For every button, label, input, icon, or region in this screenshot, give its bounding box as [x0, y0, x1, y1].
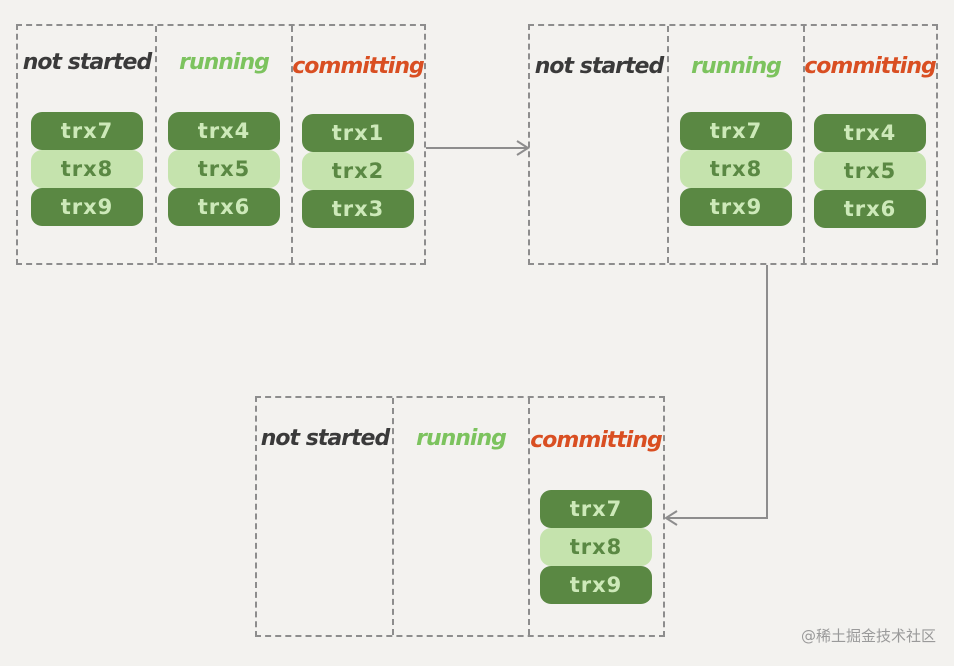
column-label: running: [179, 50, 270, 75]
column-label: committing: [530, 428, 663, 453]
stage-2-panel: not started running trx7 trx8 trx9 commi…: [528, 24, 938, 265]
column-not-started: not started: [257, 398, 393, 635]
trx-item: trx2: [302, 152, 414, 190]
column-label: committing: [804, 54, 937, 79]
trx-item: trx9: [680, 188, 792, 226]
trx-item: trx7: [540, 490, 652, 528]
trx-item: trx4: [168, 112, 280, 150]
trx-item: trx9: [540, 566, 652, 604]
column-divider: [155, 26, 157, 263]
column-committing: committing trx4 trx5 trx6: [804, 26, 937, 263]
column-label: not started: [260, 426, 390, 451]
trx-item: trx3: [302, 190, 414, 228]
column-label: running: [416, 426, 507, 451]
column-divider: [291, 26, 293, 263]
trx-item: trx5: [168, 150, 280, 188]
trx-item: trx7: [680, 112, 792, 150]
trx-item: trx6: [168, 188, 280, 226]
column-divider: [803, 26, 805, 263]
column-divider: [392, 398, 394, 635]
arrow-stage2-to-stage3: [666, 265, 768, 519]
trx-item: trx8: [540, 528, 652, 566]
trx-item: trx7: [31, 112, 143, 150]
trx-item: trx9: [31, 188, 143, 226]
column-committing: committing trx1 trx2 trx3: [292, 26, 425, 263]
trx-item: trx6: [814, 190, 926, 228]
stage-1-panel: not started trx7 trx8 trx9 running trx4 …: [16, 24, 426, 265]
trx-item: trx4: [814, 114, 926, 152]
trx-item: trx8: [31, 150, 143, 188]
trx-item: trx5: [814, 152, 926, 190]
column-not-started: not started trx7 trx8 trx9: [18, 26, 156, 263]
column-label: not started: [22, 50, 152, 75]
column-divider: [667, 26, 669, 263]
column-divider: [528, 398, 530, 635]
stage-3-panel: not started running committing trx7 trx8…: [255, 396, 665, 637]
column-label: not started: [534, 54, 664, 79]
column-label: running: [691, 54, 782, 79]
column-committing: committing trx7 trx8 trx9: [529, 398, 663, 635]
column-running: running trx7 trx8 trx9: [668, 26, 804, 263]
trx-item: trx1: [302, 114, 414, 152]
trx-item: trx8: [680, 150, 792, 188]
watermark: @稀土掘金技术社区: [800, 627, 936, 645]
arrow-head-stage2-to-stage3: [664, 510, 678, 526]
column-label: committing: [292, 54, 425, 79]
column-not-started: not started: [530, 26, 668, 263]
column-running: running trx4 trx5 trx6: [156, 26, 292, 263]
column-running: running: [393, 398, 529, 635]
